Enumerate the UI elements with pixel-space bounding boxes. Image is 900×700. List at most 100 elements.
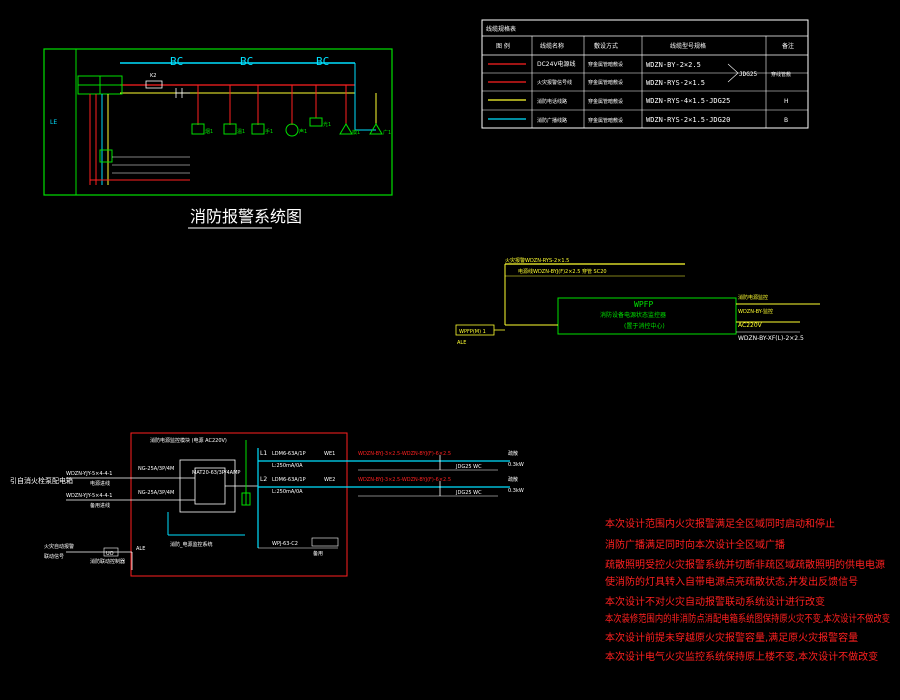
c1-dest2: 0.3kW	[508, 462, 524, 468]
row4-name: 消防广播线路	[537, 117, 567, 124]
bus-label-2: BC	[240, 55, 253, 68]
db-left-bottom2: 联动信号	[44, 553, 64, 560]
bus-label-3: BC	[316, 55, 329, 68]
row4-method: 穿金属管暗敷设	[588, 117, 623, 124]
c2-dest1: 疏散	[508, 476, 518, 483]
pm-right-label2: WDZN-BY-监控	[738, 308, 773, 315]
breaker1-label: NG-25A/3P/4M	[138, 466, 174, 472]
row1-name: DC24V电源线	[537, 60, 576, 68]
c2-phase: L2	[260, 476, 267, 483]
row3-method: 穿金属管暗敷设	[588, 98, 623, 105]
db-ale: ALE	[136, 546, 145, 552]
c2-cable: WDZN-BYJ-3×2.5-WDZN-BYJ(F)-6×2.5	[358, 477, 451, 483]
wpfp-box	[557, 297, 737, 335]
wpfp-line3: (置于消控中心)	[624, 322, 665, 330]
db-cable1-note: 电源进线	[90, 480, 110, 487]
db-header-note: 消防电源监控模块 (电源 AC220V)	[150, 437, 227, 444]
db-left-bottom3: 消防联动控制器	[90, 558, 125, 565]
header-note: 备注	[782, 42, 794, 50]
table-title: 线缆规格表	[486, 25, 516, 33]
c1-dest1: 疏散	[508, 450, 518, 457]
db-left-bottom-box: UO	[106, 551, 114, 557]
pm-top-label2: 电源线WDZN-BYJ(F)2×2.5 穿管 SC20	[518, 268, 607, 275]
row1-spec: WDZN-BY-2×2.5	[646, 61, 701, 69]
wpfp-line2: 消防设备电源状态监控器	[600, 311, 666, 319]
c2-rcd: L:250mA/0A	[272, 489, 303, 495]
row2-note: 穿线管敷	[771, 71, 791, 78]
row2-name: 火灾报警信号线	[537, 79, 572, 86]
note-2: 消防广播满足同时向本次设计全区域广播	[605, 538, 785, 551]
power-monitor-diagram: 火灾报警WDZN-RYS-2×1.5 电源线WDZN-BYJ(F)2×2.5 穿…	[455, 257, 820, 346]
pm-right-label1: 消防电源监控	[738, 294, 768, 301]
diagram-frame	[43, 48, 393, 196]
pm-right-label4: WDZN-BY-XF(L)-2×2.5	[738, 335, 804, 342]
db-left-title: 引自消火栓泵配电箱	[10, 476, 73, 485]
device-label-3: 手1	[265, 128, 273, 135]
breaker2-label: NG-25A/3P/4M	[138, 490, 174, 496]
manual-button-icon	[251, 123, 265, 135]
header-spec: 线缆型号规格	[670, 42, 706, 50]
pm-right-label3: AC220V	[738, 322, 763, 329]
note-3: 疏散照明受控火灾报警系统并切断非疏区域疏散照明的供电电源	[605, 558, 885, 571]
device-drops	[197, 85, 377, 131]
device-label-2: 温1	[237, 128, 245, 135]
device-label-4: 声1	[299, 128, 307, 135]
db-cable2-note: 备用进线	[90, 502, 110, 509]
header-legend: 图 例	[496, 42, 510, 50]
row1-method: 穿金属管暗敷设	[588, 61, 623, 68]
db-cable2: WDZN-YJY-5×4-4-1	[66, 493, 113, 499]
distribution-box-frame	[130, 432, 348, 577]
c1-cable: WDZN-BYJ-3×2.5-WDZN-BYJ(F)-6×2.5	[358, 451, 451, 457]
header-method: 敷设方式	[594, 42, 618, 50]
row3-name: 消防电话线路	[537, 98, 567, 105]
c1-phase: L1	[260, 450, 267, 457]
device-label-7: 广1	[383, 129, 391, 136]
pm-left-small: ALE	[457, 340, 466, 346]
note-4: 使消防的灯具转入自带电源点亮疏散状态,并发出反馈信号	[605, 575, 858, 588]
note-8: 本次设计电气火灾监控系统保持原上楼不变,本次设计不做改变	[605, 650, 878, 663]
smoke-detector-icon	[191, 123, 205, 135]
spare-label2: 备用	[313, 550, 323, 557]
pm-top-label1: 火灾报警WDZN-RYS-2×1.5	[505, 257, 569, 264]
row3-note: H	[784, 98, 789, 105]
device-label-5: 光1	[323, 121, 331, 128]
heat-detector-icon	[223, 123, 237, 135]
table-frame	[481, 19, 809, 129]
row3-spec: WDZN-RYS-4×1.5-JDG25	[646, 97, 730, 105]
note-1: 本次设计范围内火灾报警满足全区域同时启动和停止	[605, 517, 835, 530]
diagram-title: 消防报警系统图	[190, 207, 302, 226]
note-5: 本次设计不对火灾自动报警联动系统设计进行改变	[605, 595, 825, 608]
db-bottom-note: 消防_电源监控系统	[170, 541, 213, 548]
c2-breaker: LDM6-63A/1P	[272, 477, 306, 483]
device-label-6: 模1	[352, 129, 360, 136]
wpfpm-label: WPFP(M) 1	[459, 329, 486, 335]
module-icon	[339, 123, 353, 135]
device-label-1: 烟1	[205, 128, 213, 135]
module-label: K2	[150, 73, 156, 79]
db-left-bottom1: 火灾自动报警	[44, 543, 74, 550]
module-box	[145, 80, 163, 89]
fire-alarm-diagram: BC BC BC LE K2	[43, 48, 393, 229]
row2-method: 穿金属管暗敷设	[588, 79, 623, 86]
c1-pipe: JDG25 WC	[455, 464, 482, 470]
speaker-icon	[369, 123, 383, 135]
row4-note: B	[784, 117, 788, 124]
spare-label: WPJ-63-C2	[272, 541, 298, 547]
strobe-icon	[309, 117, 323, 127]
note-7: 本次设计前提未穿越原火灾报警容量,满足原火灾报警容量	[605, 631, 858, 644]
row4-spec: WDZN-RYS-2×1.5-JDG20	[646, 116, 730, 124]
bus-label-1: BC	[170, 55, 183, 68]
left-label: LE	[50, 119, 57, 126]
note-6: 本次装修范围内的非消防点消配电箱系统图保持原火灾不变,本次设计不做改变	[605, 612, 890, 625]
c1-breaker: LDM6-63A/1P	[272, 451, 306, 457]
merged-spec: JDG25	[739, 71, 757, 78]
legend-table: 线缆规格表 图 例 线缆名称 敷设方式 线缆型号规格 备注 DC24V电源线 穿…	[481, 19, 809, 129]
sounder-icon	[285, 123, 299, 137]
wpfp-title: WPFP	[634, 300, 653, 309]
distribution-box-diagram: 引自消火栓泵配电箱 WDZN-YJY-5×4-4-1 电源进线 WDZN-YJY…	[10, 432, 524, 577]
c2-id: WE2	[324, 477, 335, 483]
c2-dest2: 0.3kW	[508, 488, 524, 494]
merge-bracket	[727, 63, 739, 83]
alarm-devices: 烟1 温1 手1 声1 光1 模1 广1	[191, 117, 391, 137]
